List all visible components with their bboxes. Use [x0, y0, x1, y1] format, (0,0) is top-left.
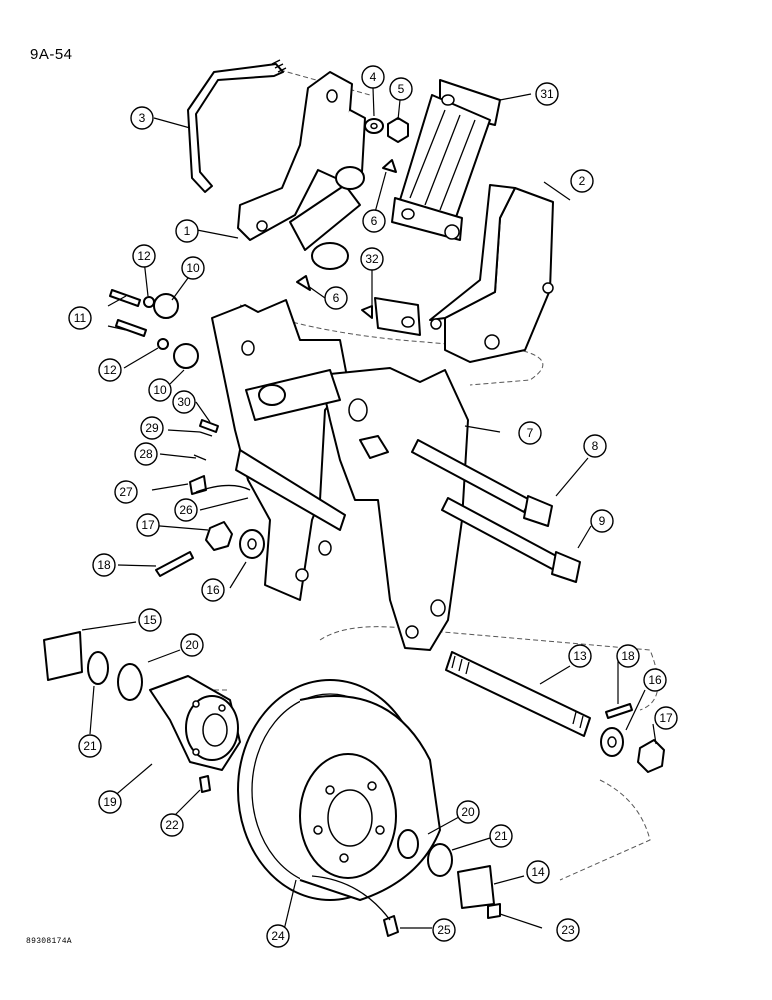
callout-number: 20 [461, 805, 475, 819]
callout-9: 9 [590, 509, 614, 533]
callout-10b: 10 [148, 378, 172, 402]
callout-4: 4 [361, 65, 385, 89]
callout-14: 14 [526, 860, 550, 884]
hydraulic-cylinder [391, 79, 501, 241]
callout-29: 29 [140, 416, 164, 440]
wheel-hub [149, 675, 241, 771]
callout-17b: 17 [654, 706, 678, 730]
callout-13: 13 [568, 644, 592, 668]
callout-30: 30 [172, 390, 196, 414]
callout-number: 21 [83, 739, 97, 753]
callout-number: 10 [186, 261, 200, 275]
callout-27: 27 [114, 480, 138, 504]
callout-number: 7 [527, 426, 534, 440]
wheel-rim [237, 679, 441, 921]
callout-24: 24 [266, 924, 290, 948]
callout-number: 28 [139, 447, 153, 461]
callout-number: 2 [579, 174, 586, 188]
callout-number: 20 [185, 638, 199, 652]
callout-number: 21 [494, 829, 508, 843]
callout-3: 3 [130, 106, 154, 130]
callout-17a: 17 [136, 513, 160, 537]
upper-bracket-left [237, 71, 366, 241]
callout-number: 18 [621, 649, 635, 663]
clevis-block [374, 297, 421, 336]
upper-bracket-right [429, 184, 554, 363]
page-number: 9A-54 [30, 46, 73, 63]
callout-18a: 18 [92, 553, 116, 577]
callout-number: 31 [540, 87, 554, 101]
callout-number: 27 [119, 485, 133, 499]
callout-23: 23 [556, 918, 580, 942]
callout-20a: 20 [180, 633, 204, 657]
callout-number: 16 [648, 673, 662, 687]
callout-20b: 20 [456, 800, 480, 824]
callout-21b: 21 [489, 824, 513, 848]
callout-number: 8 [592, 439, 599, 453]
pin-lower [441, 497, 581, 583]
callout-28: 28 [134, 442, 158, 466]
callout-number: 12 [137, 249, 151, 263]
callout-number: 17 [141, 518, 155, 532]
callout-21a: 21 [78, 734, 102, 758]
callout-number: 18 [97, 558, 111, 572]
callout-10a: 10 [181, 256, 205, 280]
callout-number: 4 [370, 70, 377, 84]
callout-11: 11 [68, 306, 92, 330]
callout-6a: 6 [362, 209, 386, 233]
pin-upper [411, 439, 553, 527]
callout-number: 3 [139, 111, 146, 125]
callout-26: 26 [174, 498, 198, 522]
u-bolt [187, 59, 287, 193]
right-bearings [397, 829, 495, 909]
callout-18b: 18 [616, 644, 640, 668]
callout-number: 23 [561, 923, 575, 937]
callout-8: 8 [583, 434, 607, 458]
callout-15: 15 [138, 608, 162, 632]
callout-7: 7 [518, 421, 542, 445]
callout-number: 32 [365, 252, 379, 266]
callout-number: 16 [206, 583, 220, 597]
callout-12b: 12 [98, 358, 122, 382]
callout-number: 9 [599, 514, 606, 528]
callout-31: 31 [535, 82, 559, 106]
callout-5: 5 [389, 77, 413, 101]
callout-number: 26 [179, 503, 193, 517]
leader-lines [81, 87, 657, 931]
callout-number: 19 [103, 795, 117, 809]
callout-2: 2 [570, 169, 594, 193]
callout-19: 19 [98, 790, 122, 814]
callout-number: 6 [371, 214, 378, 228]
callout-number: 1 [184, 224, 191, 238]
figure-code: 89308174A [26, 937, 72, 946]
callout-number: 24 [271, 929, 285, 943]
callout-number: 25 [437, 923, 451, 937]
callout-number: 5 [398, 82, 405, 96]
callout-16b: 16 [643, 668, 667, 692]
callout-32: 32 [360, 247, 384, 271]
callout-16a: 16 [201, 578, 225, 602]
callout-6b: 6 [324, 286, 348, 310]
left-bearings [43, 631, 143, 701]
callout-number: 22 [165, 818, 179, 832]
callout-number: 17 [659, 711, 673, 725]
callout-12a: 12 [132, 244, 156, 268]
callout-number: 14 [531, 865, 545, 879]
callout-number: 11 [74, 311, 87, 325]
callout-number: 12 [103, 363, 117, 377]
callout-number: 30 [177, 395, 191, 409]
callout-number: 6 [333, 291, 340, 305]
callout-number: 29 [145, 421, 159, 435]
callout-number: 10 [153, 383, 167, 397]
callout-number: 13 [573, 649, 587, 663]
callout-22: 22 [160, 813, 184, 837]
pivot-tube [289, 166, 365, 270]
axle [445, 651, 591, 737]
main-frame [211, 299, 469, 651]
callout-1: 1 [175, 219, 199, 243]
callout-number: 15 [143, 613, 157, 627]
callout-25: 25 [432, 918, 456, 942]
